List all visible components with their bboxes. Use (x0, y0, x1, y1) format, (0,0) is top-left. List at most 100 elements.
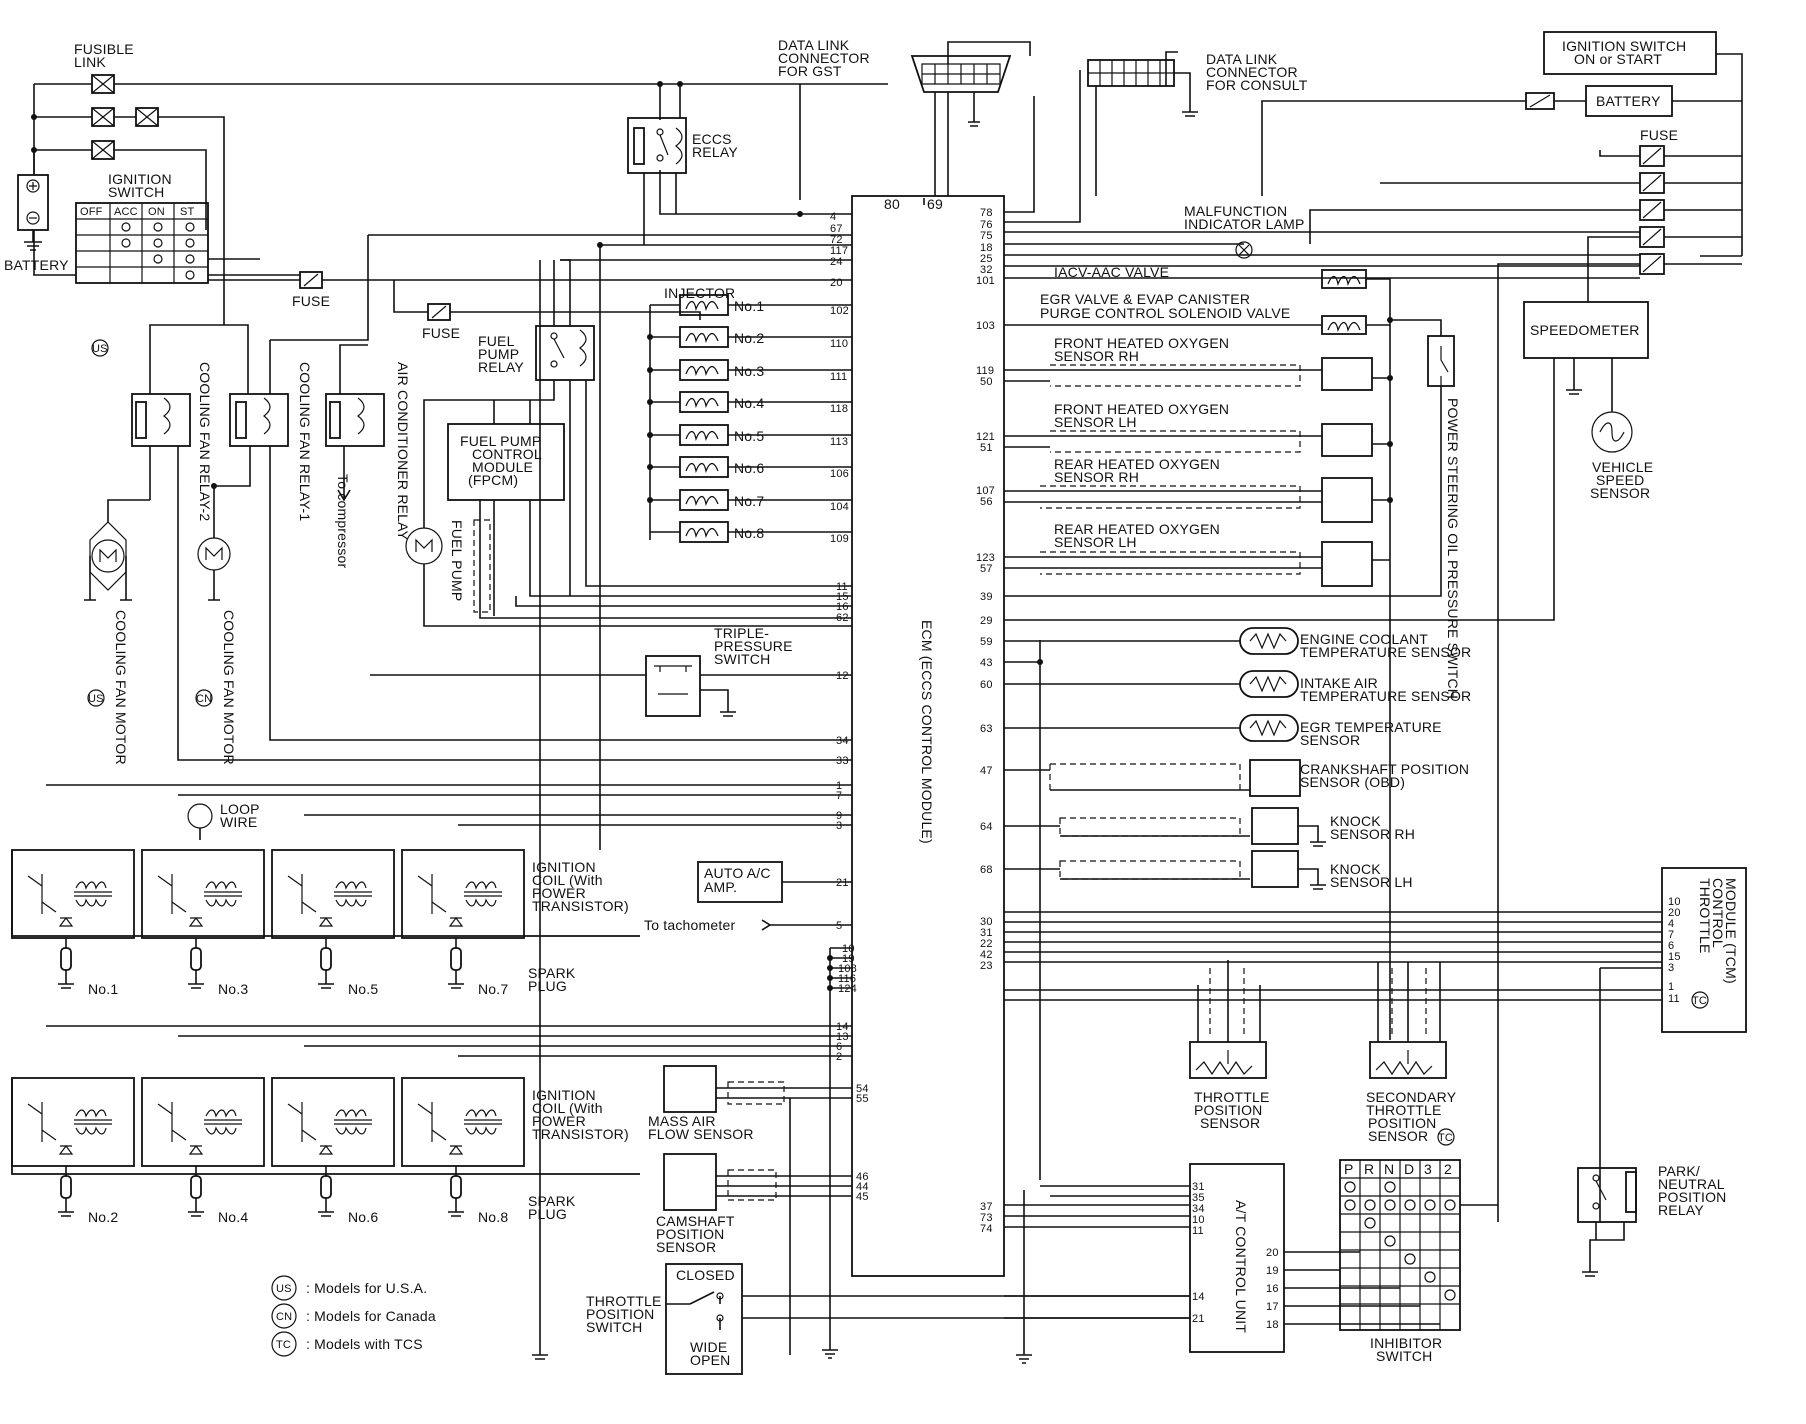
tcm: THROTTLE CONTROL MODULE (TCM) 10 20 4 7 … (1004, 867, 1747, 1222)
knock-rh-label-1: KNOCK (1330, 813, 1381, 829)
tp-switch-label-3: SWITCH (586, 1319, 642, 1335)
at-pin-17: 17 (1266, 1301, 1279, 1313)
ecm-pin-6: 6 (836, 1041, 842, 1053)
cfm-cn-label: COOLING FAN MOTOR (221, 610, 237, 765)
injector-no4: No.4 (734, 395, 764, 411)
inhibitor-col-n: N (1384, 1161, 1394, 1177)
vss-label-3: SENSOR (1590, 485, 1650, 501)
at-pin-11: 11 (1192, 1225, 1204, 1237)
ecm-pin-113: 113 (830, 436, 848, 448)
ecm-pin-102: 102 (830, 305, 849, 317)
to-tachometer-label: To tachometer (644, 917, 735, 933)
eccs-relay: ECCS RELAY (627, 84, 738, 245)
fp-relay-label-2: PUMP (478, 346, 519, 362)
tcm-label-2: CONTROL (1710, 878, 1726, 948)
coil-no1 (27, 874, 112, 989)
ecm-pin-47: 47 (980, 765, 993, 777)
ecm-pin-7: 7 (836, 790, 842, 802)
tps-label-2: POSITION (1194, 1102, 1263, 1118)
at-pin-21: 21 (1192, 1313, 1205, 1325)
eccs-relay-label-2: RELAY (692, 144, 738, 160)
ecm-pin-117: 117 (830, 245, 848, 257)
ecm-pin-43: 43 (980, 657, 993, 669)
pn-relay: PARK/ NEUTRAL POSITION RELAY (1577, 1163, 1726, 1277)
cfr2-badge: US (92, 343, 108, 355)
legend: US : Models for U.S.A. CN : Models for C… (271, 1275, 436, 1357)
rear-o2-rh-label-2: SENSOR RH (1054, 469, 1139, 485)
dlc-consult-label-2: CONNECTOR (1206, 64, 1298, 80)
injector-no2: No.2 (734, 330, 764, 346)
injector-no5: No.5 (734, 428, 764, 444)
ecm-label: ECM (ECCS CONTROL MODULE) (919, 620, 935, 844)
speedometer-label: SPEEDOMETER (1530, 322, 1640, 338)
spark-top-label-1: SPARK (528, 965, 576, 981)
injector-no1: No.1 (734, 298, 764, 314)
fusible-link-label-2: LINK (74, 54, 106, 70)
legend-text-cn: : Models for Canada (306, 1308, 436, 1324)
fuse-1-label: FUSE (292, 293, 330, 309)
ecm-pin-121: 121 (976, 431, 995, 443)
mil-label-2: INDICATOR LAMP (1184, 216, 1305, 232)
spark-bot-label-1: SPARK (528, 1193, 576, 1209)
eccs-relay-label-1: ECCS (692, 131, 732, 147)
tcm-pin-10: 10 (1668, 896, 1681, 908)
ecm-pin-44: 44 (856, 1181, 869, 1193)
ect-label-1: ENGINE COOLANT (1300, 631, 1428, 647)
ckp-knock: CRANKSHAFT POSITION SENSOR (OBD) 47 KNOC… (980, 759, 1469, 890)
spark-top-label-2: PLUG (528, 978, 567, 994)
vss-label-1: VEHICLE (1592, 459, 1653, 475)
tps-label-3: SENSOR (1200, 1115, 1260, 1131)
injector-coil (679, 456, 852, 478)
legend-text-us: : Models for U.S.A. (306, 1280, 427, 1296)
iacv-label: IACV-AAC VALVE (1054, 264, 1169, 280)
injector-coil (679, 326, 852, 348)
tcm-pin-20: 20 (1668, 907, 1681, 919)
injector-coil (679, 294, 852, 316)
tp-switch: CLOSED WIDE OPEN THROTTLE POSITION SWITC… (586, 1263, 1190, 1375)
ecm-pin-50: 50 (980, 376, 993, 388)
ecm-pin-33: 33 (836, 755, 849, 767)
sec-tps-label-1: SECONDARY (1366, 1089, 1457, 1105)
coil-top-label-4: TRANSISTOR) (532, 898, 629, 914)
fpcm-label-3: MODULE (472, 459, 533, 475)
vss-label-2: SPEED (1596, 472, 1644, 488)
coil-no5 (287, 874, 372, 989)
coil-no4 (157, 1102, 242, 1217)
ecm-box (851, 195, 1005, 1277)
coil-bot-label-2: COIL (With (532, 1100, 603, 1116)
triple-pressure-switch: TRIPLE- PRESSURE SWITCH 12 34 33 (370, 625, 852, 767)
mil: MALFUNCTION INDICATOR LAMP (1184, 203, 1305, 259)
ecm-pin-18: 18 (980, 242, 993, 254)
ecm-pin-111: 111 (830, 371, 847, 383)
ecm-pin-55: 55 (856, 1093, 869, 1105)
fpcm-label-1: FUEL PUMP (460, 433, 541, 449)
ckp-label-1: CRANKSHAFT POSITION (1300, 761, 1469, 777)
coil-no6 (287, 1102, 372, 1217)
ecm-pin-9: 9 (836, 810, 842, 822)
tp-switch-label-2: POSITION (586, 1306, 655, 1322)
ign-pos-acc: ACC (114, 206, 138, 218)
ignition-coils-bottom: 14 13 6 2 IGNITION COIL (With POWER TRAN… (11, 1021, 852, 1225)
ecm-pin-15: 15 (836, 591, 849, 603)
spark-bot-label-2: PLUG (528, 1206, 567, 1222)
plug-no1: No.1 (88, 981, 118, 997)
legend-text-tc: : Models with TCS (306, 1336, 423, 1352)
maf-label-2: FLOW SENSOR (648, 1126, 754, 1142)
ecm-pin-107: 107 (976, 485, 995, 497)
battery-left-label: BATTERY (4, 257, 69, 273)
pn-relay-label-2: NEUTRAL (1658, 1176, 1725, 1192)
iat-label-2: TEMPERATURE SENSOR (1300, 688, 1471, 704)
ecm-pin-22: 22 (980, 938, 993, 950)
ac-relay-label: AIR CONDITIONER RELAY (395, 362, 411, 541)
ecm-pin-37: 37 (980, 1201, 993, 1213)
ecm-pin-32: 32 (980, 264, 993, 276)
coil-bot-label-1: IGNITION (532, 1087, 596, 1103)
egr-label-2: PURGE CONTROL SOLENOID VALVE (1040, 305, 1290, 321)
injector-no3: No.3 (734, 363, 764, 379)
ecm-pin-74: 74 (980, 1223, 993, 1235)
injector-coil (679, 489, 852, 511)
cmp-label-1: CAMSHAFT (656, 1213, 735, 1229)
battery-section: FUSIBLE LINK BATTERY (4, 41, 888, 273)
ecm-pin-16: 16 (836, 601, 849, 613)
ect-label-2: TEMPERATURE SENSOR (1300, 644, 1471, 660)
